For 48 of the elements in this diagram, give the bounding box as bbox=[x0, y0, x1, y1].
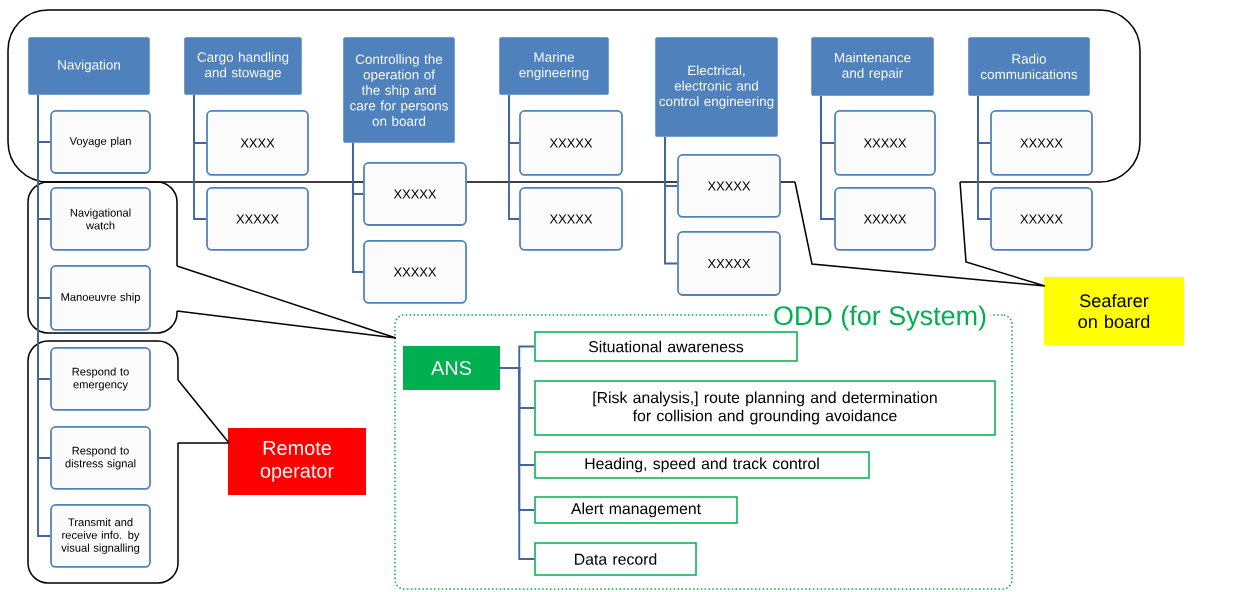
function-box: Situational awareness bbox=[534, 331, 798, 362]
task-box: Navigational watch bbox=[50, 187, 151, 251]
task-box: XXXXX bbox=[363, 162, 467, 226]
category-box: Cargo handling and stowage bbox=[183, 36, 303, 96]
function-box: Heading, speed and track control bbox=[534, 451, 870, 479]
task-box: XXXXX bbox=[834, 110, 936, 176]
callout-bubble bbox=[27, 181, 178, 334]
task-box: Respond to distress signal bbox=[50, 426, 151, 490]
task-box: Voyage plan bbox=[50, 110, 151, 174]
connector-line bbox=[820, 95, 836, 220]
connector-line bbox=[37, 94, 52, 537]
callout-bubble bbox=[27, 340, 179, 584]
callout-tail bbox=[177, 379, 230, 444]
task-box: XXXXX bbox=[677, 231, 781, 296]
role-box: Seafarer on board bbox=[1044, 277, 1184, 345]
task-box: XXXXX bbox=[363, 240, 467, 304]
task-box: XXXXX bbox=[677, 154, 781, 218]
function-box: Alert management bbox=[534, 496, 738, 524]
callout-tail bbox=[794, 181, 1046, 287]
connector-line bbox=[977, 95, 992, 220]
task-box: XXXXX bbox=[206, 187, 309, 251]
task-box: XXXXX bbox=[990, 187, 1093, 251]
category-box: Radio communications bbox=[967, 36, 1091, 97]
role-box: Remote operator bbox=[228, 428, 366, 495]
connector-line bbox=[193, 94, 208, 220]
connector-line bbox=[508, 94, 521, 220]
category-box: Navigation bbox=[27, 36, 151, 96]
task-box: XXXXX bbox=[834, 187, 936, 251]
task-box: Manoeuvre ship bbox=[50, 265, 151, 331]
function-box: [Risk analysis,] route planning and determination for collision and grounding avoidance bbox=[534, 380, 996, 436]
task-box: Transmit and receive info. by visual signalling bbox=[50, 504, 151, 568]
task-box: XXXXX bbox=[519, 110, 623, 176]
category-box: Marine engineering bbox=[498, 36, 610, 96]
category-box: Maintenance and repair bbox=[810, 36, 935, 97]
callout-tail bbox=[176, 265, 397, 339]
frame-title: ODD (for System) bbox=[769, 301, 991, 335]
category-box: Electrical, electronic and control engineering bbox=[654, 36, 779, 138]
connector-line bbox=[664, 136, 679, 265]
category-box: Controlling the operation of the ship and care for persons on board bbox=[342, 36, 456, 144]
function-box: Data record bbox=[534, 542, 697, 576]
callout-bubble bbox=[7, 9, 1141, 183]
connector-line bbox=[352, 142, 365, 273]
connector-line bbox=[499, 367, 536, 560]
system-box: ANS bbox=[403, 346, 500, 390]
task-box: XXXX bbox=[206, 110, 309, 176]
task-box: Respond to emergency bbox=[50, 347, 151, 411]
task-box: XXXXX bbox=[519, 187, 623, 251]
task-box: XXXXX bbox=[990, 110, 1093, 176]
